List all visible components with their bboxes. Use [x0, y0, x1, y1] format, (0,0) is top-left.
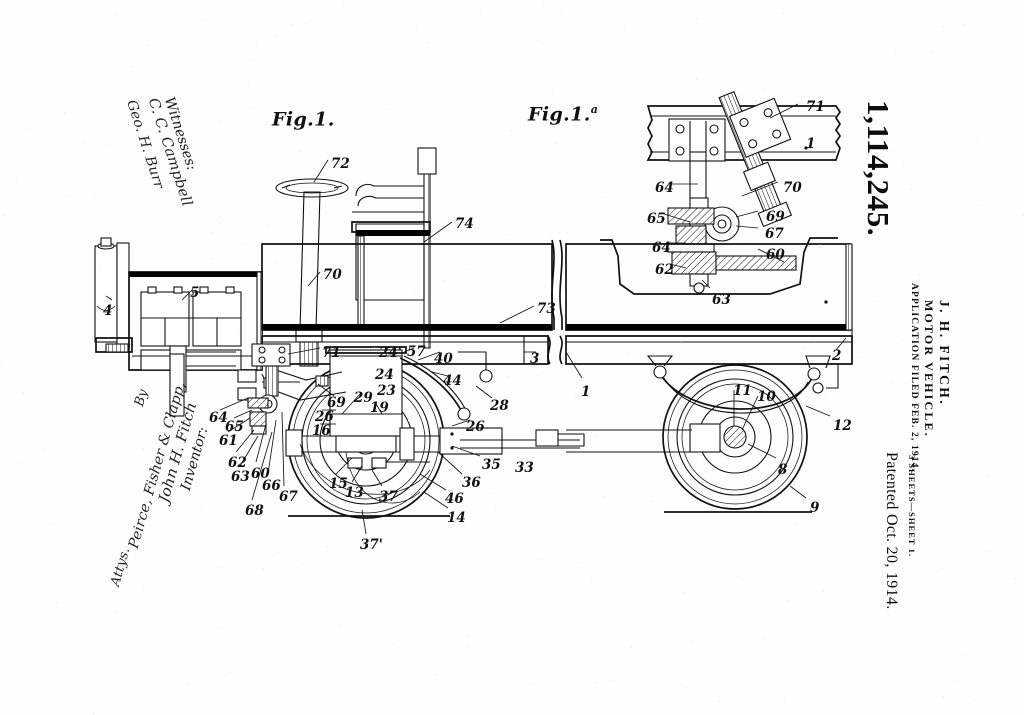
- reference-numeral-71: 71: [806, 99, 825, 115]
- reference-numeral-12: 12: [833, 418, 852, 434]
- reference-numeral-57: 57: [407, 344, 426, 360]
- reference-numeral-24-prime: 24': [379, 345, 402, 361]
- reference-numeral-64: 64: [655, 180, 674, 196]
- reference-numeral-14: 14: [447, 510, 466, 526]
- sheet-count-line: 3 SHEETS—SHEET 1.: [907, 455, 917, 557]
- reference-numeral-8: 8: [778, 462, 787, 478]
- reference-numeral-63: 63: [231, 469, 250, 485]
- reference-numeral-37-prime: 37': [360, 537, 383, 553]
- reference-numeral-19: 19: [370, 400, 389, 416]
- reference-numeral-2: 2: [832, 348, 841, 364]
- reference-numeral-60: 60: [766, 247, 785, 263]
- reference-numeral-63: 63: [712, 292, 731, 308]
- reference-numeral-4: 4: [103, 303, 112, 319]
- reference-numeral-70: 70: [323, 267, 342, 283]
- reference-numeral-26: 26: [466, 419, 485, 435]
- reference-numeral-9: 9: [810, 500, 819, 516]
- reference-numeral-35: 35: [482, 457, 501, 473]
- reference-numeral-37: 37: [379, 489, 398, 505]
- reference-numeral-23: 23: [377, 383, 396, 399]
- reference-numeral-67: 67: [279, 489, 298, 505]
- reference-numeral-66: 66: [262, 478, 281, 494]
- reference-numeral-5: 5: [190, 285, 199, 301]
- reference-numeral-46: 46: [445, 491, 464, 507]
- reference-numeral-3: 3: [530, 351, 539, 367]
- reference-numeral-70: 70: [783, 180, 802, 196]
- patent-number: 1,114,245.: [860, 100, 896, 236]
- reference-numeral-11: 11: [733, 383, 752, 399]
- reference-numeral-33: 33: [515, 460, 534, 476]
- reference-numeral-10: 10: [757, 389, 776, 405]
- reference-numeral-69: 69: [766, 209, 785, 225]
- figure-label-fig1a: Fig.1.a: [528, 103, 598, 125]
- reference-numeral-1: 1: [581, 384, 590, 400]
- reference-numeral-73: 73: [537, 301, 556, 317]
- reference-numeral-68: 68: [245, 503, 264, 519]
- reference-numeral-67: 67: [765, 226, 784, 242]
- reference-numeral-40: 40: [434, 351, 453, 367]
- reference-numeral-13: 13: [345, 485, 364, 501]
- figure-label-fig1: Fig.1.: [272, 108, 335, 130]
- reference-numeral-64: 64: [652, 240, 671, 256]
- reference-numeral-71: 71: [322, 345, 341, 361]
- fig1a-steering-head-detail: [600, 89, 840, 294]
- patented-date: Patented Oct. 20, 1914.: [882, 452, 900, 610]
- reference-numeral-65: 65: [647, 211, 666, 227]
- reference-numeral-62: 62: [655, 262, 674, 278]
- reference-numeral-36: 36: [462, 475, 481, 491]
- reference-numeral-24: 24: [375, 367, 394, 383]
- reference-numeral-28: 28: [490, 398, 509, 414]
- reference-numeral-61: 61: [219, 433, 238, 449]
- reference-numeral-1: 1: [806, 136, 815, 152]
- invention-title-header: MOTOR VEHICLE.: [921, 300, 936, 438]
- reference-numeral-44: 44: [443, 373, 462, 389]
- application-filed-line: APPLICATION FILED FEB. 2, 1914.: [909, 283, 919, 472]
- inventor-name-header: J. H. FITCH.: [936, 300, 952, 406]
- reference-numeral-16: 16: [312, 423, 331, 439]
- reference-numeral-72: 72: [331, 156, 350, 172]
- reference-numeral-74: 74: [455, 216, 474, 232]
